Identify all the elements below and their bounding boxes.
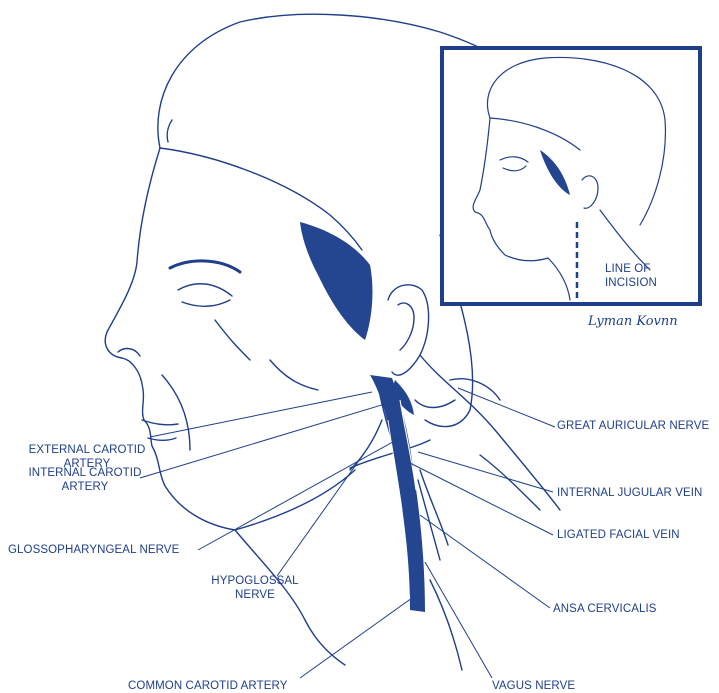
leader-hypoglossal (277, 452, 365, 576)
inset-frame (442, 48, 700, 304)
artist-signature: Lyman Kovnn (588, 314, 678, 329)
inset-label-text: LINE OF INCISION (605, 262, 657, 290)
label-glossopharyngeal-nerve: GLOSSOPHARYNGEAL NERVE (8, 543, 179, 557)
leader-external-carotid (150, 392, 372, 437)
leader-ansa-cervicalis (420, 515, 550, 608)
nostril (118, 349, 140, 356)
label-hypoglossal-nerve: HYPOGLOSSAL NERVE (205, 574, 305, 602)
jaw-line (235, 470, 355, 530)
carotid-artery (370, 375, 425, 612)
label-common-carotid-artery: COMMON CAROTID ARTERY (128, 679, 288, 693)
label-ansa-cervicalis: ANSA CERVICALIS (553, 602, 657, 616)
label-internal-jugular-vein: INTERNAL JUGULAR VEIN (557, 486, 702, 500)
label-ligated-facial-vein: LIGATED FACIAL VEIN (557, 528, 680, 542)
eye-upper (178, 284, 232, 296)
leader-glossopharyngeal (198, 438, 400, 550)
skin-flap (350, 440, 430, 468)
neck-back (420, 355, 560, 510)
label-great-auricular-nerve: GREAT AURICULAR NERVE (557, 419, 709, 433)
leader-vagus (425, 562, 492, 678)
eyebrow (170, 261, 240, 272)
inset-label: LINE OF INCISION (605, 262, 657, 290)
ear (388, 285, 429, 375)
label-vagus-nerve: VAGUS NERVE (492, 679, 575, 693)
label-internal-carotid-artery: INTERNAL CAROTID ARTERY (10, 466, 160, 494)
cheek-fold (162, 375, 190, 450)
leader-internal-jugular (418, 452, 553, 492)
leader-great-auricular (458, 388, 555, 427)
hair (300, 222, 372, 340)
eye-lower (182, 300, 230, 306)
